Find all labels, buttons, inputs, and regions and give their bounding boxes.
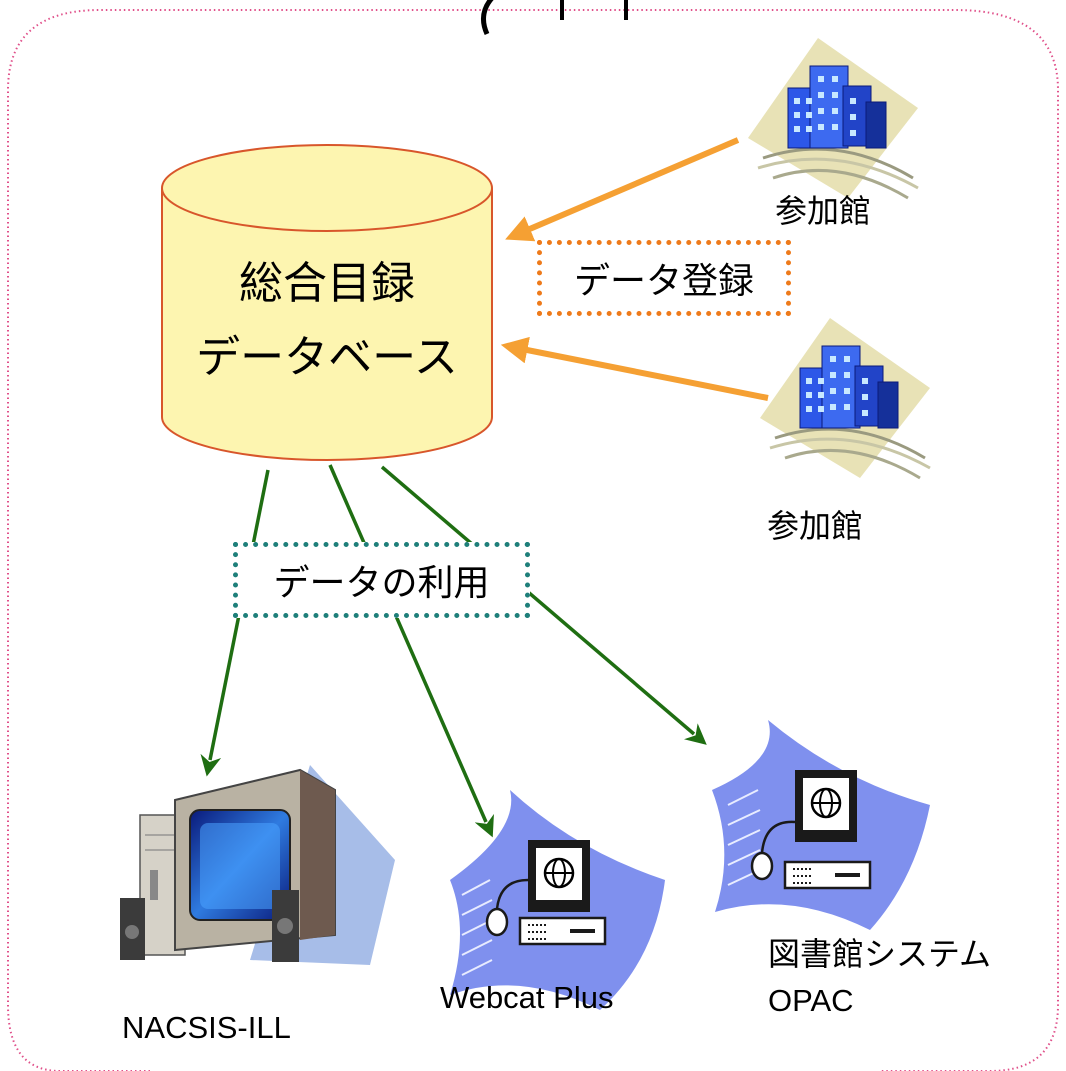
data-usage-label: データの利用 <box>273 563 490 604</box>
usage-arrow <box>380 465 707 745</box>
participating-library-label: 参加館 <box>767 507 864 545</box>
data-usage-box: データの利用 <box>233 542 530 618</box>
registration-arrow <box>500 336 769 401</box>
registration-arrow <box>505 137 740 242</box>
desktop-computer-icon <box>120 765 395 965</box>
data-registration-label: データ登録 <box>573 261 754 302</box>
opac-label: OPAC <box>768 983 854 1018</box>
database-label-line2: データベース <box>196 332 458 383</box>
building-icon <box>760 318 931 480</box>
database-label-line1: 総合目録 <box>239 258 415 309</box>
data-registration-box: データ登録 <box>537 240 791 316</box>
nacsis-ill-label: NACSIS-ILL <box>122 1010 291 1045</box>
usage-arrow <box>328 464 494 838</box>
database-cylinder <box>161 144 493 461</box>
top-connector-mark <box>480 0 494 36</box>
building-icon <box>748 38 919 200</box>
participating-library-label: 参加館 <box>775 192 872 230</box>
webcat-plus-label: Webcat Plus <box>440 980 614 1015</box>
library-system-label: 図書館システム <box>768 935 992 973</box>
web-terminal-icon <box>450 790 665 1010</box>
library-system-terminal-icon <box>712 720 930 930</box>
